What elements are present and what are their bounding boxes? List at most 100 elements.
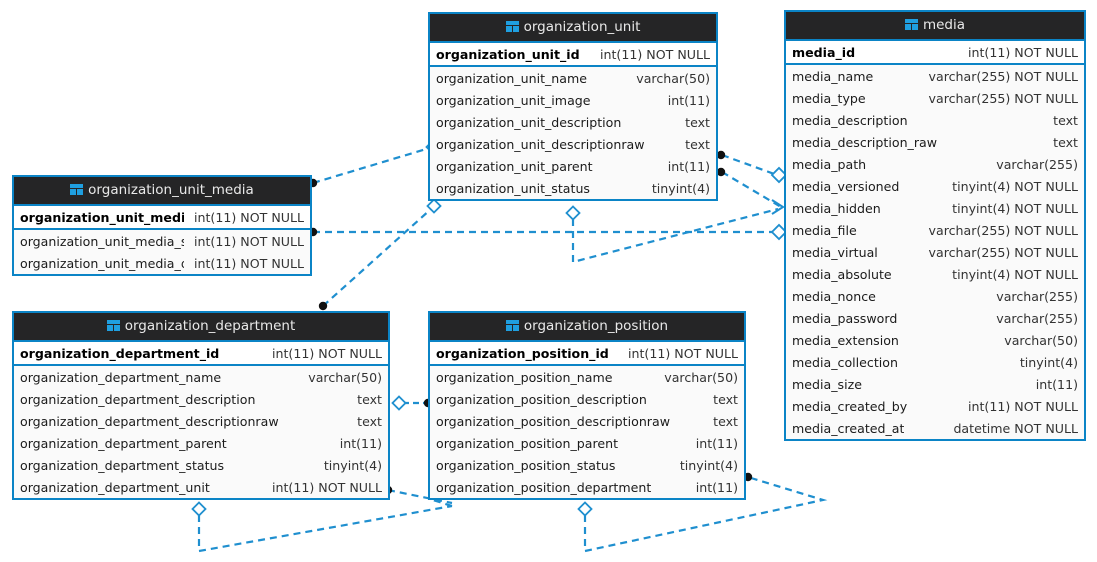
column-type: varchar(255) NOT NULL — [928, 244, 1078, 260]
column-type: int(11) NOT NULL — [600, 46, 710, 62]
column-type: int(11) NOT NULL — [968, 44, 1078, 60]
column-type: int(11) NOT NULL — [968, 398, 1078, 414]
column-type: int(11) NOT NULL — [194, 255, 304, 271]
primary-key-row[interactable]: media_id int(11) NOT NULL — [786, 41, 1084, 65]
column-type: int(11) NOT NULL — [272, 345, 382, 361]
column-type: text — [357, 413, 382, 429]
column-name: organization_unit_media_id — [20, 209, 185, 225]
column-type: tinyint(4) NOT NULL — [952, 178, 1078, 194]
column-type: varchar(50) — [308, 369, 382, 385]
column-name: media_created_at — [792, 420, 905, 436]
table-title-organization_unit[interactable]: organization_unit — [430, 14, 716, 43]
column-name: media_password — [792, 310, 898, 326]
column-type: text — [1053, 112, 1078, 128]
column-type: tinyint(4) — [323, 457, 382, 473]
column-name: media_path — [792, 156, 867, 172]
column-name: organization_position_status — [436, 457, 616, 473]
column-type: tinyint(4) NOT NULL — [952, 200, 1078, 216]
relationship-oum-to-unit — [308, 139, 441, 188]
table-row[interactable]: organization_department_description text — [14, 388, 388, 410]
column-type: datetime NOT NULL — [953, 420, 1078, 436]
column-type: int(11) — [695, 435, 738, 451]
column-name: organization_unit_media_dst — [20, 255, 185, 271]
column-type: text — [713, 391, 738, 407]
column-type: int(11) NOT NULL — [272, 479, 382, 495]
table-row[interactable]: media_created_at datetime NOT NULL — [786, 417, 1084, 439]
column-name: media_id — [792, 44, 856, 60]
table-organization_position[interactable]: organization_position organization_positi… — [428, 311, 746, 500]
column-name: media_nonce — [792, 288, 876, 304]
column-name: organization_department_id — [20, 345, 220, 361]
table-icon — [70, 182, 88, 198]
column-name: organization_unit_descriptionraw — [436, 136, 645, 152]
column-type: varchar(50) — [664, 369, 738, 385]
table-title-media[interactable]: media — [786, 12, 1084, 41]
table-row[interactable]: organization_unit_media_dst int(11) NOT N… — [14, 252, 310, 274]
primary-key-row[interactable]: organization_department_id int(11) NOT NU… — [14, 342, 388, 366]
table-name-label: organization_position — [523, 318, 669, 334]
column-type: text — [685, 114, 710, 130]
column-type: varchar(50) — [1004, 332, 1078, 348]
table-icon — [106, 318, 125, 334]
column-type: varchar(255) — [996, 288, 1078, 304]
column-name: media_file — [792, 222, 857, 238]
column-type: int(11) — [1035, 376, 1078, 392]
table-title-organization_department[interactable]: organization_department — [14, 313, 388, 342]
column-type: text — [357, 391, 382, 407]
column-name: organization_unit_parent — [436, 158, 593, 174]
column-name: media_absolute — [792, 266, 892, 282]
table-row[interactable]: media_nonce varchar(255) — [786, 285, 1084, 307]
column-name: organization_department_status — [20, 457, 225, 473]
table-row[interactable]: organization_department_status tinyint(4) — [14, 454, 388, 476]
table-title-organization_position[interactable]: organization_position — [430, 313, 744, 342]
column-name: organization_department_description — [20, 391, 256, 407]
table-title-organization_unit_media[interactable]: organization_unit_media — [14, 177, 310, 206]
relationship-department-bottom-loop — [191, 498, 453, 553]
column-name: organization_position_id — [436, 345, 609, 361]
table-icon — [505, 318, 524, 334]
